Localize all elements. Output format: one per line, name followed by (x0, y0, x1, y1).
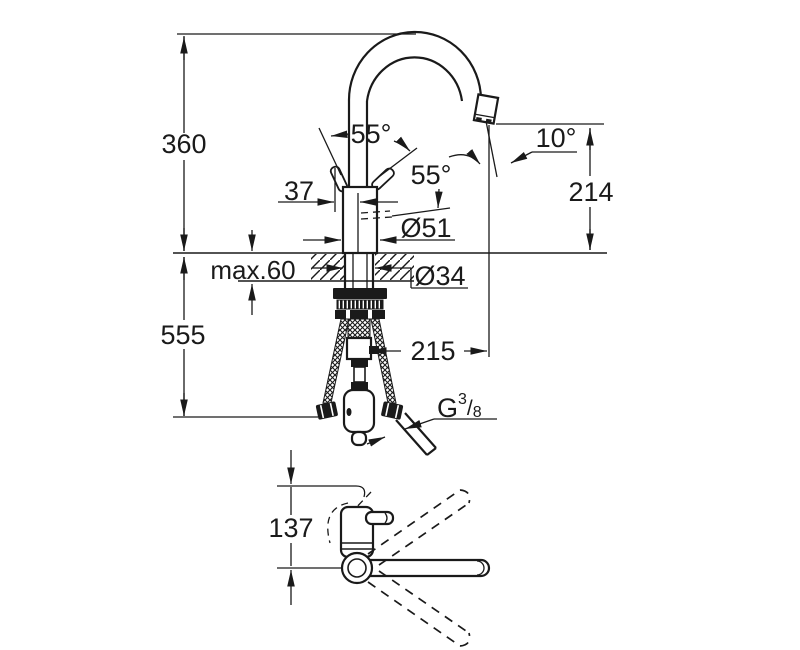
supply-hose-right (370, 318, 397, 404)
hose-nut-right (381, 401, 404, 420)
installation-parts (315, 253, 437, 456)
lever-axis-open (379, 147, 418, 177)
top-swivel-base (340, 551, 374, 585)
dimension-37: 37 (278, 168, 398, 212)
top-spout-arm (362, 558, 491, 578)
dimension-555: 555 (160, 257, 318, 418)
hose-thread-end (395, 412, 437, 456)
dimension-max60: max.60 (210, 230, 296, 315)
mounting-washer (333, 288, 387, 299)
dimension-360: 360 (161, 33, 416, 251)
top-lever (364, 510, 395, 526)
top-swivel-range-lower (367, 570, 471, 647)
counter-hatch-right (375, 254, 414, 280)
hose-nut-left (315, 401, 338, 420)
mounting-nut (336, 299, 384, 310)
dim-label-55-lever: 55° (351, 119, 392, 149)
spout-outer-arc (347, 30, 483, 102)
spout (347, 30, 500, 187)
counter-hatch-left (311, 254, 344, 280)
spout-inner-arc (365, 56, 464, 102)
top-swivel-range-upper (367, 489, 471, 566)
dim-label-d34: Ø34 (414, 261, 465, 291)
dimension-214: 214 (568, 128, 614, 250)
dimension-d51: Ø51 (303, 213, 455, 244)
lever-axis-closed (318, 127, 342, 176)
dim-label-g38: G3/8 (437, 391, 482, 423)
spout-riser-pipe (347, 101, 369, 187)
handle-swing-dashed-arc (327, 502, 349, 544)
dim-label-555: 555 (160, 320, 205, 350)
supply-hose-left (322, 318, 350, 404)
dim-label-10deg: 10° (536, 123, 577, 153)
dimension-10deg: 10° (448, 120, 604, 357)
center-hose-braid (347, 318, 371, 339)
side-view-faucet (173, 30, 607, 456)
body-outline (341, 185, 379, 255)
dim-label-137: 137 (268, 513, 313, 543)
horseshoe-plate (335, 310, 385, 319)
dimension-d34: Ø34 (312, 261, 468, 291)
dimension-55-open: 55° (360, 160, 452, 220)
dimension-215: 215 (370, 336, 487, 366)
dimension-137: 137 (268, 450, 366, 605)
countertop (173, 252, 607, 282)
dim-label-37: 37 (284, 176, 314, 206)
spout-outlet (472, 93, 500, 125)
dimensions: 360 555 max.60 37 (160, 33, 614, 605)
dim-label-215: 215 (410, 336, 455, 366)
dim-label-360: 360 (161, 129, 206, 159)
hose-connector (345, 336, 373, 361)
dim-label-214: 214 (568, 177, 613, 207)
dim-label-55-open: 55° (411, 160, 452, 190)
dimension-g38: G3/8 (366, 391, 497, 447)
dim-label-max60: max.60 (210, 255, 295, 285)
dim-label-d51: Ø51 (400, 213, 451, 243)
weight-tab (350, 430, 368, 447)
top-body-collar (342, 542, 372, 550)
faucet-body (318, 127, 418, 255)
top-view-faucet (327, 489, 491, 647)
dimension-55-lever: 55° (330, 119, 411, 152)
